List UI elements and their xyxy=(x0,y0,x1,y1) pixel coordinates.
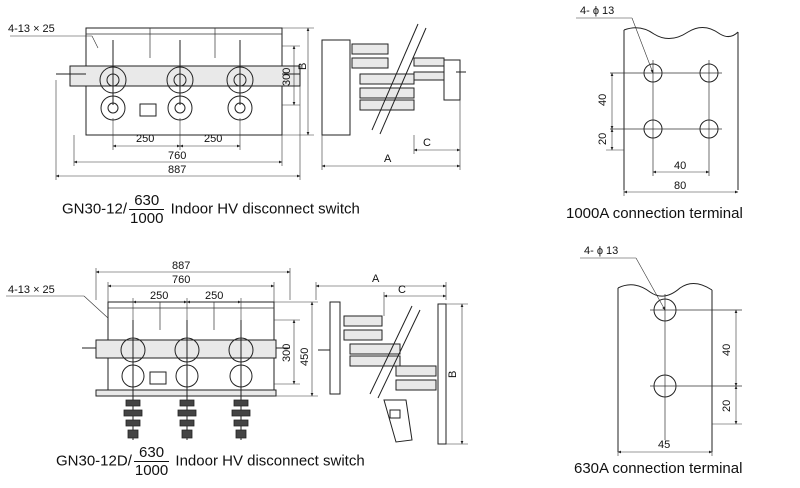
bottom-callout-slot: 4-13 × 25 xyxy=(8,284,55,296)
bottom-caption-prefix: GN30-12D/ xyxy=(56,452,132,470)
bottom-dim-250-right: 250 xyxy=(205,290,223,302)
top-dim-c: C xyxy=(423,137,431,149)
top-insulator-left xyxy=(99,40,127,121)
terminal-630-dim-40v: 40 xyxy=(721,344,733,356)
terminal-1000-view xyxy=(576,17,739,196)
bottom-dim-760: 760 xyxy=(172,274,190,286)
top-side-view xyxy=(321,23,466,170)
terminal-630-view xyxy=(580,257,742,456)
bottom-side-view xyxy=(315,282,468,445)
top-dim-760: 760 xyxy=(168,150,186,162)
terminal-630-dim-20v: 20 xyxy=(721,400,733,412)
top-dim-250-left: 250 xyxy=(136,133,154,145)
terminal-1000-dim-40v: 40 xyxy=(597,94,609,106)
bottom-dim-b: B xyxy=(447,371,459,378)
top-caption-denominator: 1000 xyxy=(130,210,164,227)
terminal-1000-dim-20v: 20 xyxy=(597,133,609,145)
bottom-insulator-left xyxy=(120,320,146,440)
bottom-caption-numerator: 630 xyxy=(133,444,170,462)
bottom-front-view xyxy=(6,268,318,440)
bottom-dim-250-left: 250 xyxy=(150,290,168,302)
bottom-caption-suffix: Indoor HV disconnect switch xyxy=(171,452,365,470)
terminal-630-caption: 630A connection terminal xyxy=(574,460,743,477)
terminal-630-dim-45h: 45 xyxy=(658,439,670,451)
terminal-1000-callout: 4- ϕ 13 xyxy=(580,5,614,17)
top-front-view xyxy=(10,27,314,180)
top-dim-250-right: 250 xyxy=(204,133,222,145)
terminal-1000-caption: 1000A connection terminal xyxy=(566,205,743,222)
top-dim-a: A xyxy=(384,153,392,165)
terminal-1000-dim-40h: 40 xyxy=(674,160,686,172)
bottom-caption-denominator: 1000 xyxy=(134,462,169,479)
bottom-dim-450: 450 xyxy=(299,348,311,366)
bottom-dim-300: 300 xyxy=(281,344,293,362)
top-caption-suffix: Indoor HV disconnect switch xyxy=(166,200,360,218)
bottom-insulator-right xyxy=(228,320,254,440)
top-dim-887: 887 xyxy=(168,164,186,176)
bottom-dim-887: 887 xyxy=(172,260,190,272)
top-dim-300: 300 xyxy=(281,68,293,86)
bottom-dim-a: A xyxy=(372,273,380,285)
top-dim-b: B xyxy=(297,63,309,70)
bottom-dim-c: C xyxy=(398,284,406,296)
terminal-630-callout: 4- ϕ 13 xyxy=(584,245,618,257)
terminal-1000-dim-80h: 80 xyxy=(674,180,686,192)
bottom-insulator-middle xyxy=(174,320,200,440)
top-caption-numerator: 630 xyxy=(129,192,165,210)
top-caption-prefix: GN30-12/ xyxy=(62,200,128,218)
top-callout-slot: 4-13 × 25 xyxy=(8,23,55,35)
